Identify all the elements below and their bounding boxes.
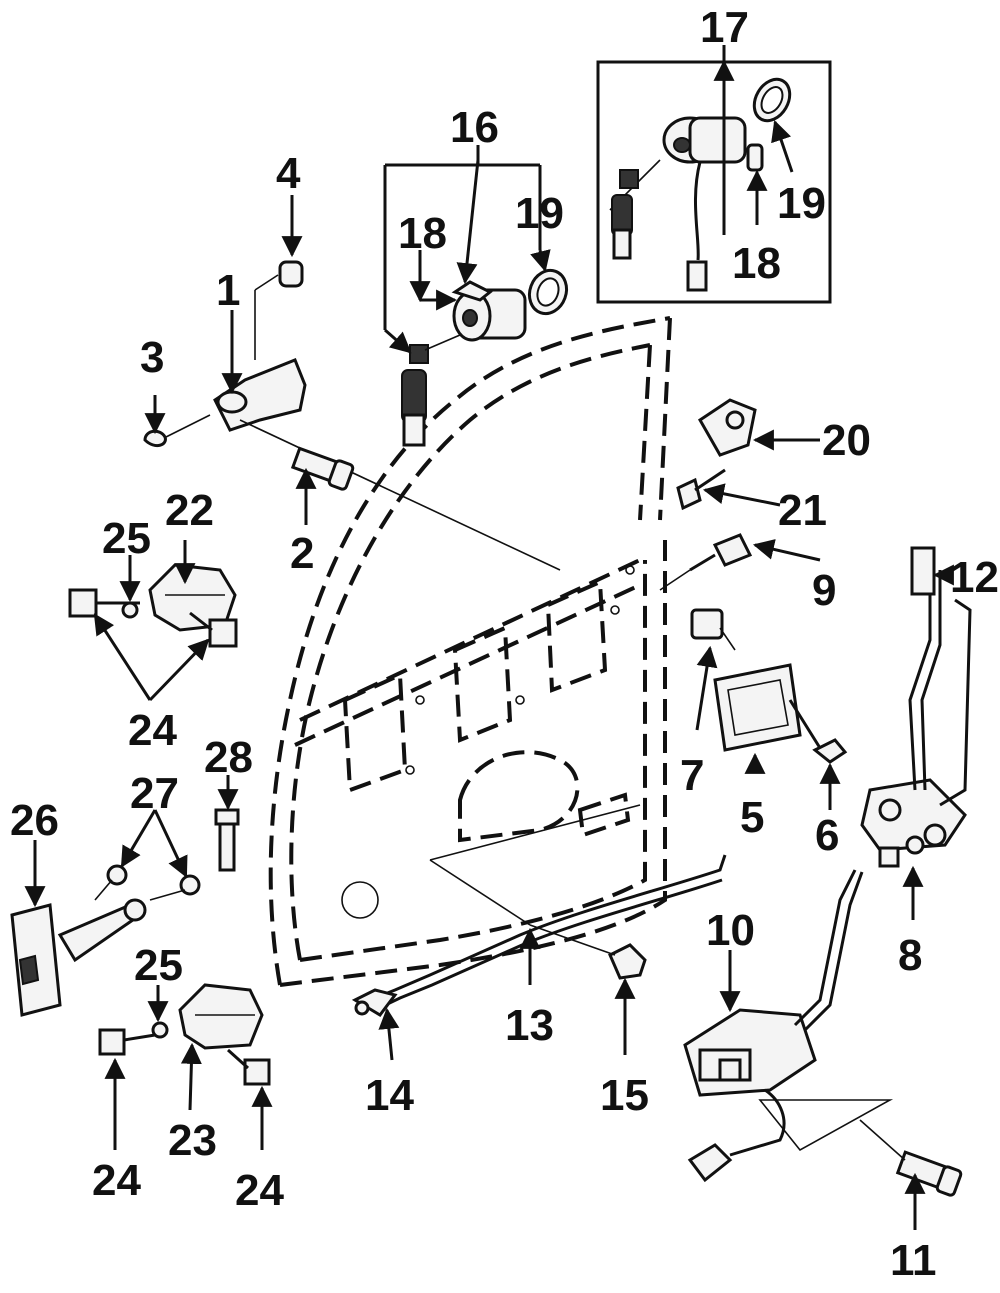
lock-cylinder-kit-drawing <box>609 77 792 292</box>
callout-25-lower: 25 <box>134 941 183 990</box>
callout-12: 12 <box>950 553 999 602</box>
callout-27: 27 <box>130 769 179 818</box>
door-panel-outline <box>268 316 672 987</box>
actuator-assembly-drawing <box>860 546 972 868</box>
callout-19-left: 19 <box>515 189 564 238</box>
callout-19-right: 19 <box>777 179 826 228</box>
callout-7: 7 <box>680 751 704 800</box>
callout-2: 2 <box>290 529 314 578</box>
callout-4: 4 <box>276 149 301 198</box>
callout-8: 8 <box>898 931 922 980</box>
callout-24-upper: 24 <box>128 706 177 755</box>
callout-labels: 1 2 3 4 5 6 7 8 9 10 11 12 13 14 15 16 1… <box>10 3 999 1285</box>
callout-18-left: 18 <box>398 209 447 258</box>
callout-21: 21 <box>778 486 827 535</box>
lock-cylinder-drawing <box>401 268 569 447</box>
callout-20: 20 <box>822 416 871 465</box>
callout-16: 16 <box>450 103 499 152</box>
door-latch-drawing <box>683 869 963 1197</box>
callout-18-right: 18 <box>732 239 781 288</box>
callout-28: 28 <box>204 733 253 782</box>
callout-25-upper: 25 <box>102 514 151 563</box>
lower-hinge-drawing <box>98 983 271 1086</box>
leader-arrows <box>24 59 954 1230</box>
callout-26: 26 <box>10 796 59 845</box>
callout-13: 13 <box>505 1001 554 1050</box>
callout-23: 23 <box>168 1116 217 1165</box>
callout-6: 6 <box>815 811 839 860</box>
callout-22: 22 <box>165 486 214 535</box>
callout-10: 10 <box>706 906 755 955</box>
control-rod-drawing <box>351 804 727 1017</box>
callout-5: 5 <box>740 793 764 842</box>
callout-17: 17 <box>700 3 749 52</box>
callout-15: 15 <box>600 1071 649 1120</box>
callout-11: 11 <box>890 1236 937 1285</box>
callout-24-lower-left: 24 <box>92 1156 141 1205</box>
callout-14: 14 <box>365 1071 414 1120</box>
callout-1: 1 <box>216 266 240 315</box>
lock-cylinder-bracket <box>383 145 542 330</box>
inside-handle-drawing <box>659 398 848 764</box>
upper-hinge-drawing <box>68 563 238 648</box>
callout-24-lower-right: 24 <box>235 1166 284 1215</box>
outside-handle-drawing <box>143 260 561 571</box>
door-check-drawing <box>10 808 240 1017</box>
callout-9: 9 <box>812 566 836 615</box>
callout-3: 3 <box>140 333 164 382</box>
